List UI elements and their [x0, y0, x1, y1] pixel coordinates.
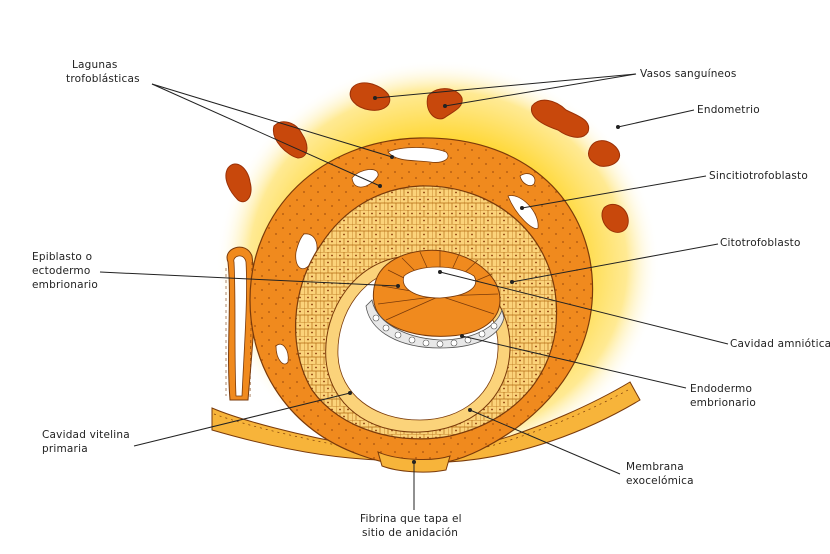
label-vasos: Vasos sanguíneos [640, 68, 737, 80]
label-fibrina-line2: sitio de anidación [362, 527, 458, 539]
label-endodermo-line2: embrionario [690, 397, 756, 409]
label-epiblasto-line2: ectodermo [32, 265, 90, 277]
label-epiblasto-line1: Epiblasto o [32, 251, 92, 263]
label-lagunas-line1: Lagunas [72, 59, 118, 71]
label-citotrofoblasto: Citotrofoblasto [720, 237, 801, 249]
label-epiblasto-line3: embrionario [32, 279, 98, 291]
label-vitelina-line2: primaria [42, 443, 88, 455]
uterine-gland [226, 247, 255, 400]
label-membrana-line1: Membrana [626, 461, 684, 473]
label-sincitiotrofoblasto: Sincitiotrofoblasto [709, 170, 808, 182]
label-vitelina-line1: Cavidad vitelina [42, 429, 130, 441]
label-endodermo-line1: Endodermo [690, 383, 752, 395]
label-membrana-line2: exocelómica [626, 475, 694, 487]
label-fibrina-line1: Fibrina que tapa el [360, 513, 462, 525]
label-cavidad-amniotica: Cavidad amniótica [730, 338, 830, 350]
label-endometrio: Endometrio [697, 104, 760, 116]
label-lagunas-line2: trofoblásticas [66, 73, 140, 85]
